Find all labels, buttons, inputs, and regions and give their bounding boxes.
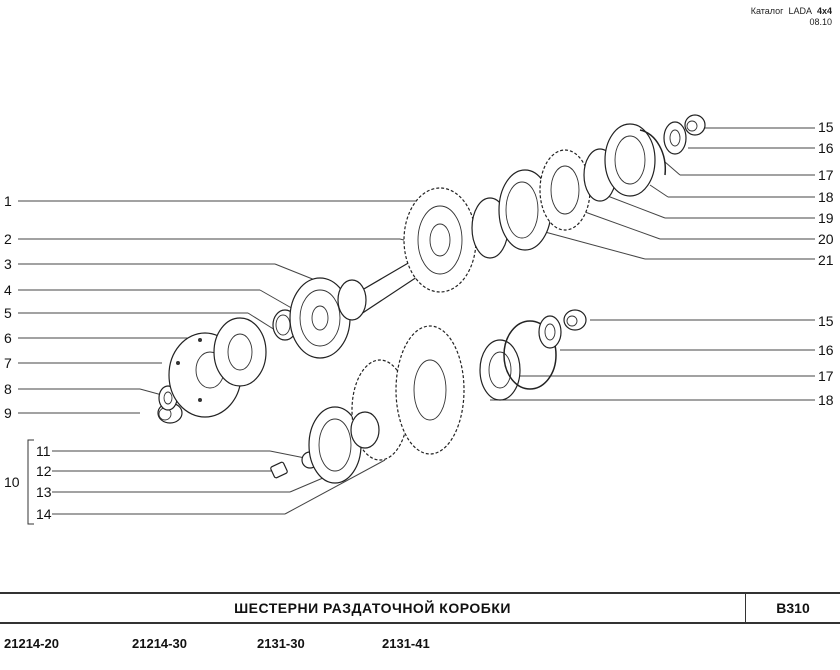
callout-14: 14 [36, 506, 52, 522]
callout-upper-18: 18 [818, 189, 834, 205]
callout-lower-16: 16 [818, 342, 834, 358]
diagram-code: B310 [745, 594, 840, 622]
upper-shaft-assembly [157, 114, 706, 424]
leader-lines-right [490, 127, 815, 401]
callout-2: 2 [4, 231, 12, 247]
callout-5: 5 [4, 305, 12, 321]
catalog-date: 08.10 [809, 17, 832, 27]
lower-shaft-assembly [270, 309, 587, 484]
model-code: 21214-20 [4, 636, 59, 651]
catalog-label: Каталог [750, 6, 784, 16]
callout-3: 3 [4, 256, 12, 272]
callout-10-group: 10 [4, 474, 20, 490]
catalog-header: Каталог LADA 4x4 08.10 [751, 6, 832, 28]
callout-upper-21: 21 [818, 252, 834, 268]
callout-lower-17: 17 [818, 368, 834, 384]
callout-upper-15: 15 [818, 119, 834, 135]
callout-7: 7 [4, 355, 12, 371]
model-code: 2131-41 [382, 636, 430, 651]
callout-13: 13 [36, 484, 52, 500]
exploded-parts-drawing [18, 114, 815, 525]
callout-9: 9 [4, 405, 12, 421]
catalog-brand: LADA [788, 6, 812, 16]
callout-lower-15: 15 [818, 313, 834, 329]
callout-upper-19: 19 [818, 210, 834, 226]
diagram-title: ШЕСТЕРНИ РАЗДАТОЧНОЙ КОРОБКИ [234, 600, 511, 616]
model-code: 21214-30 [132, 636, 187, 651]
catalog-title: Каталог LADA 4x4 [751, 6, 832, 17]
callout-8: 8 [4, 381, 12, 397]
title-block: ШЕСТЕРНИ РАЗДАТОЧНОЙ КОРОБКИ B310 [0, 592, 840, 624]
callout-12: 12 [36, 463, 52, 479]
callout-upper-17: 17 [818, 167, 834, 183]
leader-lines-left [18, 200, 491, 515]
model-code: 2131-30 [257, 636, 305, 651]
callout-lower-18: 18 [818, 392, 834, 408]
callout-upper-20: 20 [818, 231, 834, 247]
callout-6: 6 [4, 330, 12, 346]
callout-1: 1 [4, 193, 12, 209]
catalog-model: 4x4 [816, 6, 832, 16]
callout-upper-16: 16 [818, 140, 834, 156]
callout-4: 4 [4, 282, 12, 298]
group-bracket [27, 439, 34, 525]
callout-11: 11 [36, 443, 51, 459]
